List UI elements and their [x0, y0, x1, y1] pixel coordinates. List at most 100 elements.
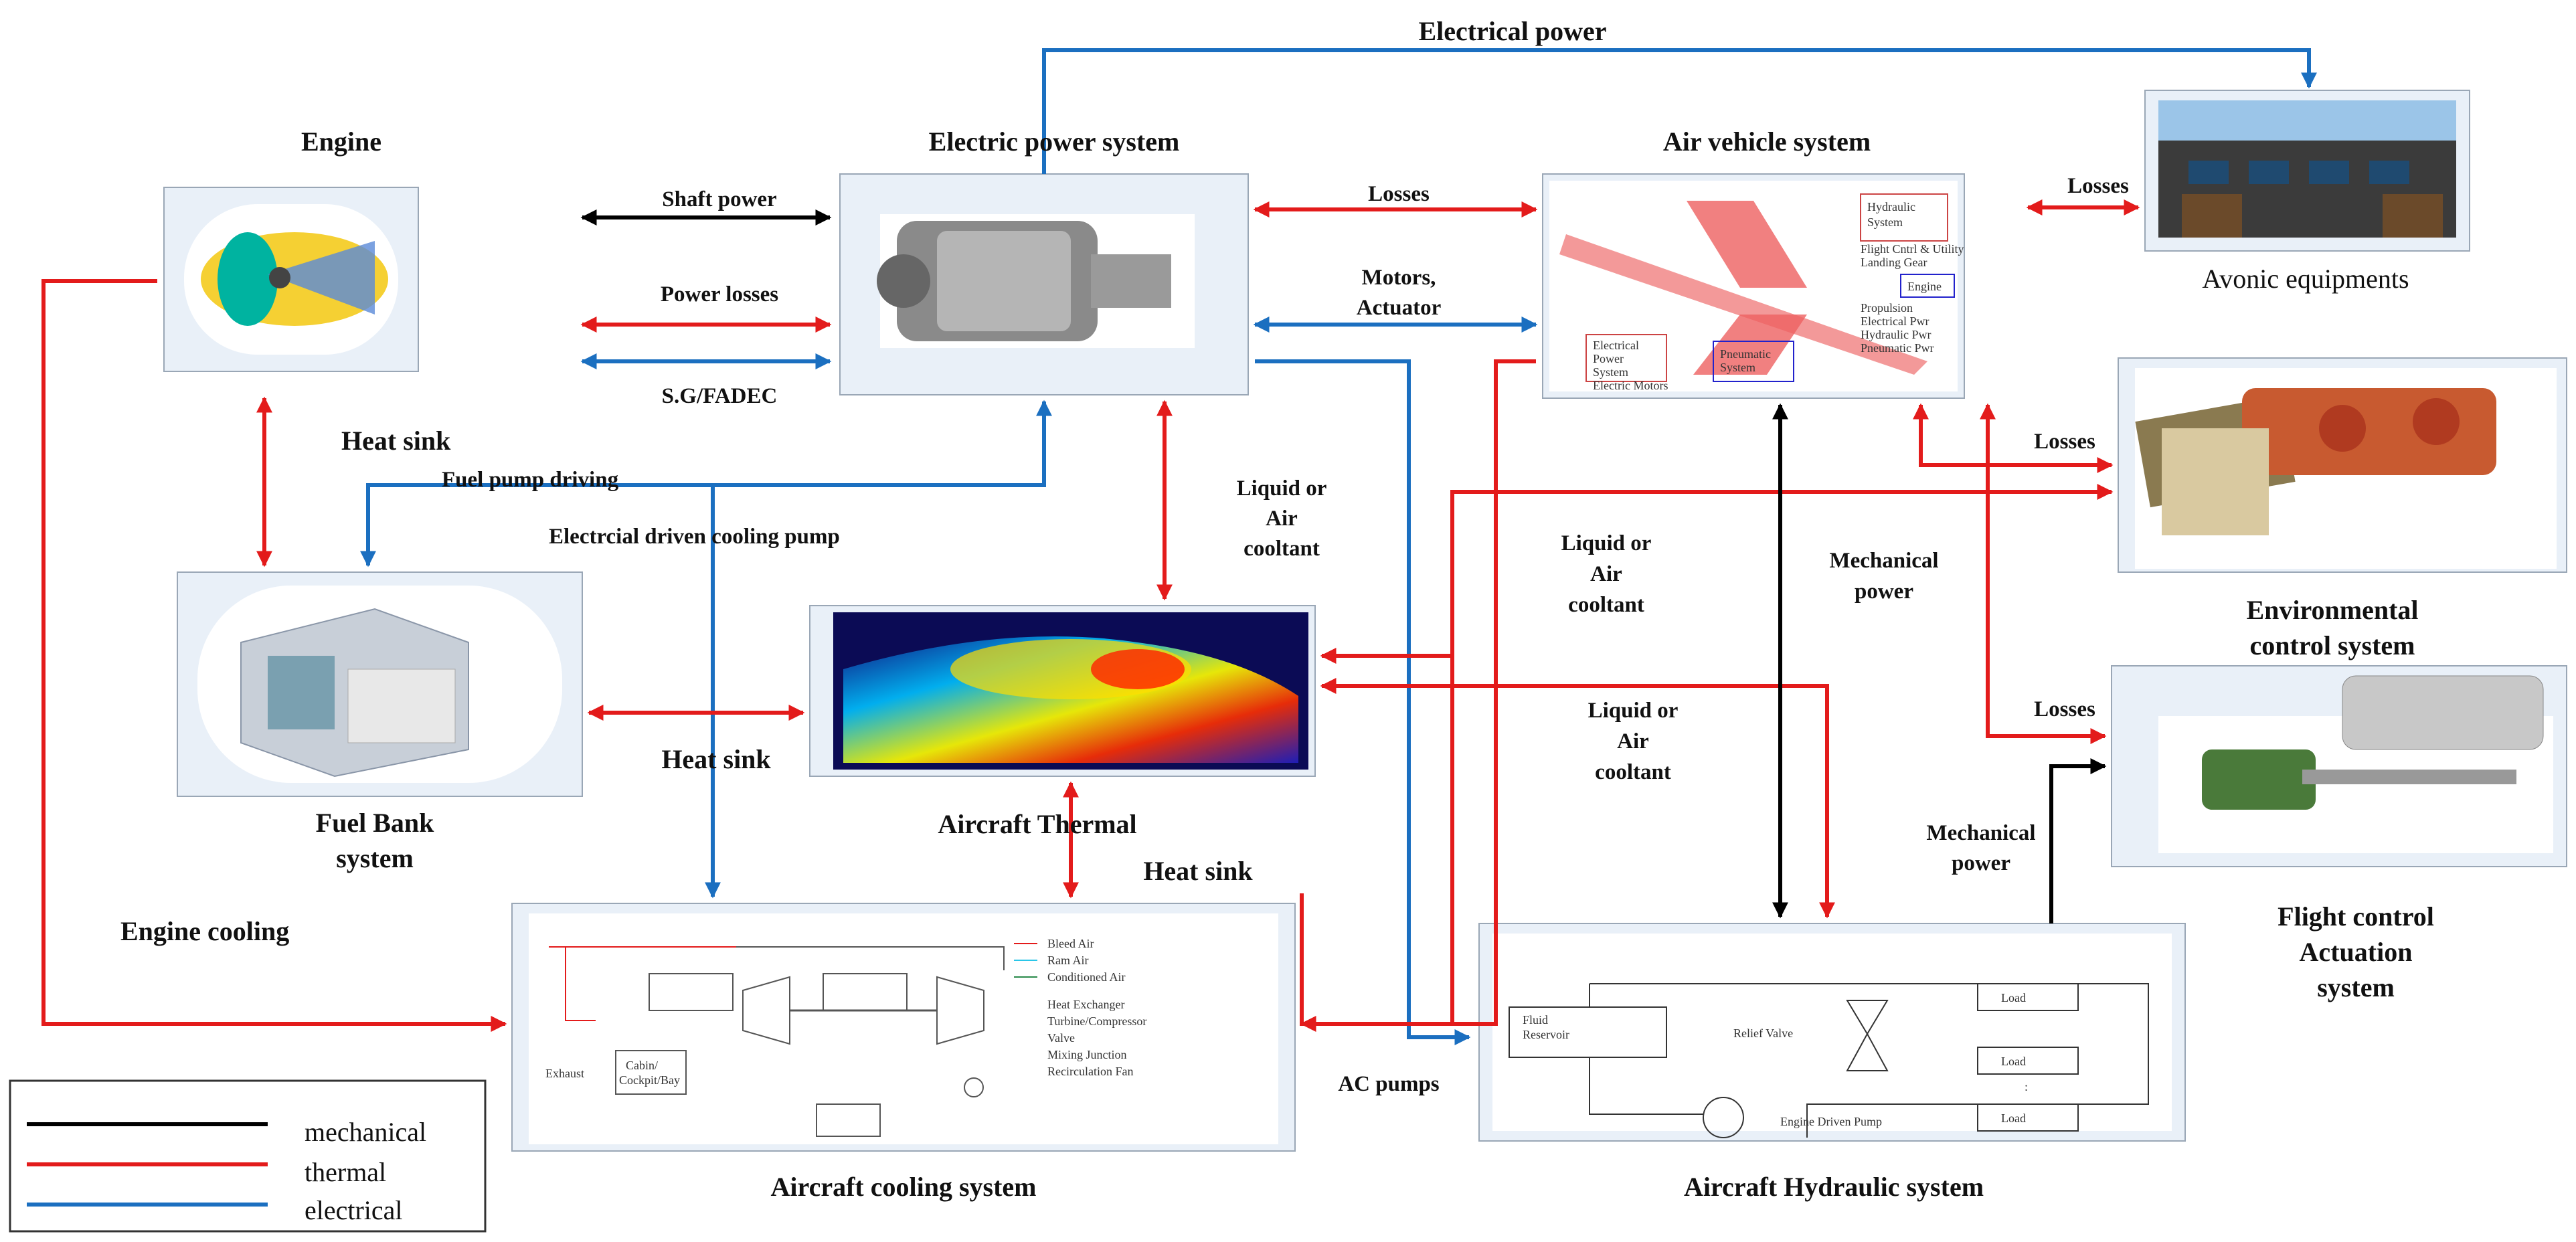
heat-sink-fuel-thermal-label: Heat sink [661, 744, 771, 774]
legend-ram-air: Ram Air [1047, 954, 1089, 967]
legend: mechanical thermal electrical [9, 1079, 487, 1233]
generator-icon [877, 221, 1171, 341]
electric-power-system-title: Electric power system [929, 126, 1180, 157]
aircraft-schematic-icon: Hydraulic System Flight Cntrl & Utility … [1559, 193, 1964, 392]
av-pneumatic-pwr-label: Pneumatic Pwr [1861, 341, 1934, 355]
legend-bleed-air: Bleed Air [1047, 937, 1094, 950]
legend-mechanical-label: mechanical [305, 1117, 426, 1147]
liquid-air-3b: Air [1617, 729, 1649, 753]
av-engine-label: Engine [1907, 280, 1942, 293]
liquid-air-3a: Liquid or [1588, 699, 1679, 723]
load-label-1: Load [2001, 991, 2026, 1004]
mechanical-power-1b: power [1855, 580, 1913, 604]
load-label-2: Load [2001, 1055, 2026, 1068]
fuel-pump-driving-line [360, 400, 1052, 567]
exhaust-label: Exhaust [545, 1067, 584, 1080]
liquid-air-1b: Air [1266, 507, 1298, 531]
cabin-label-2: Cockpit/Bay [619, 1073, 680, 1087]
av-hydraulic-pwr-label: Hydraulic Pwr [1861, 328, 1931, 341]
liquid-air-2b: Air [1590, 562, 1622, 586]
avionic-equipments-title: Avonic equipments [2202, 264, 2409, 294]
av-hydraulic-label-2: System [1867, 215, 1903, 229]
legend-valve: Valve [1047, 1031, 1075, 1045]
relief-valve-icon [1846, 1000, 1889, 1071]
av-electrical-label-3: System [1593, 365, 1628, 379]
avionic-equipments-node [2144, 90, 2470, 252]
av-electrical-pwr-label: Electrical Pwr [1861, 315, 1929, 328]
pump-icon [1703, 1097, 1744, 1138]
legend-thermal-label: thermal [305, 1157, 386, 1187]
aircraft-thermal-node [809, 605, 1316, 777]
coolant-ecs-cooling-line [1302, 656, 1454, 1026]
coolant-thermal-hydraulic-line [1320, 678, 1835, 919]
heat-sink-engine-fuel-label: Heat sink [341, 426, 451, 456]
mechanical-power-1a: Mechanical [1829, 549, 1938, 573]
cabin-label-1: Cabin/ [626, 1059, 658, 1072]
legend-heat-exchanger: Heat Exchanger [1047, 998, 1124, 1011]
fuel-pump-driving-label: Fuel pump driving [442, 468, 619, 492]
power-losses-label: Power losses [661, 282, 778, 306]
relief-valve-label: Relief Valve [1733, 1027, 1793, 1040]
aircraft-hydraulic-system-title: Aircraft Hydraulic system [1684, 1172, 1984, 1202]
flight-control-title-1: Flight control [2278, 901, 2434, 932]
aircraft-cooling-system-node: Bleed Air Ram Air Conditioned Air Heat E… [511, 903, 1296, 1152]
load-label-3: Load [2001, 1112, 2026, 1125]
legend-turbine-compressor: Turbine/Compressor [1047, 1014, 1146, 1028]
liquid-air-2c: cooltant [1568, 593, 1644, 617]
av-flight-ctrl-label: Flight Cntrl & Utility [1861, 242, 1964, 256]
losses-avionic-label: Losses [2067, 174, 2129, 198]
environmental-control-title-1: Environmental [2246, 595, 2418, 625]
av-propulsion-label: Propulsion [1861, 301, 1913, 315]
heat-sink-thermal-cooling-label: Heat sink [1143, 856, 1253, 886]
liquid-air-1a: Liquid or [1237, 476, 1327, 501]
mechanical-power-2a: Mechanical [1926, 821, 2035, 845]
air-vehicle-system-node: Hydraulic System Flight Cntrl & Utility … [1542, 173, 1965, 399]
legend-mixing-junction: Mixing Junction [1047, 1048, 1127, 1061]
aircraft-cooling-system-title: Aircraft cooling system [771, 1172, 1037, 1202]
av-hydraulic-label-1: Hydraulic [1867, 200, 1915, 213]
losses-ecs-label: Losses [2034, 430, 2095, 454]
engine-title: Engine [301, 126, 381, 157]
losses-fcas-label: Losses [2034, 697, 2095, 721]
ecs-machinery-icon [2135, 388, 2496, 535]
engine-icon [201, 232, 388, 326]
liquid-air-1c: cooltant [1243, 537, 1320, 561]
mechanical-power-2b: power [1952, 851, 2010, 875]
aircraft-thermal-title: Aircraft Thermal [938, 809, 1136, 839]
engine-cooling-line [41, 279, 507, 1032]
av-pneumatic-label-1: Pneumatic [1720, 347, 1771, 361]
fuel-tank-icon [240, 608, 469, 778]
environmental-control-system-node [2118, 357, 2567, 573]
shaft-power-label: Shaft power [662, 187, 776, 211]
motors-label-1: Motors, [1362, 266, 1436, 290]
aircraft-hydraulic-system-node: Fluid Reservoir Relief Valve Load Load :… [1478, 923, 2186, 1142]
electrical-cooling-pump-label: Electrcial driven cooling pump [549, 525, 840, 549]
fuel-bank-title-1: Fuel Bank [316, 808, 434, 838]
air-vehicle-system-title: Air vehicle system [1663, 126, 1871, 157]
liquid-air-2a: Liquid or [1561, 531, 1652, 555]
losses-eps-av-label: Losses [1368, 182, 1430, 206]
electrical-power-line [1042, 48, 2317, 174]
engine-node [163, 187, 419, 372]
environmental-control-title-2: control system [2250, 630, 2415, 660]
sg-fadec-label: S.G/FADEC [662, 384, 778, 408]
motors-label-2: Actuator [1357, 296, 1441, 320]
pump-label: Engine Driven Pump [1780, 1115, 1882, 1128]
legend-recirculation-fan: Recirculation Fan [1047, 1065, 1133, 1078]
losses-fcas-line [1980, 403, 2107, 744]
fuel-bank-title-2: system [336, 843, 414, 873]
flight-control-title-2: Actuation [2300, 937, 2413, 967]
cockpit-icon [2158, 100, 2456, 238]
liquid-air-3c: cooltant [1595, 760, 1671, 784]
engine-cooling-label: Engine cooling [120, 916, 289, 946]
av-landing-gear-label: Landing Gear [1861, 256, 1927, 269]
fuel-bank-system-node [177, 571, 583, 797]
coolant-ecs-thermal-line [1320, 484, 2114, 664]
flight-control-actuation-node [2111, 665, 2567, 867]
cooling-schematic: Bleed Air Ram Air Conditioned Air Heat E… [545, 937, 1146, 1137]
av-electrical-label-2: Power [1593, 352, 1624, 365]
legend-conditioned-air: Conditioned Air [1047, 970, 1126, 984]
ac-pumps-label: AC pumps [1338, 1072, 1439, 1096]
av-electric-motors-label: Electric Motors [1593, 379, 1668, 392]
